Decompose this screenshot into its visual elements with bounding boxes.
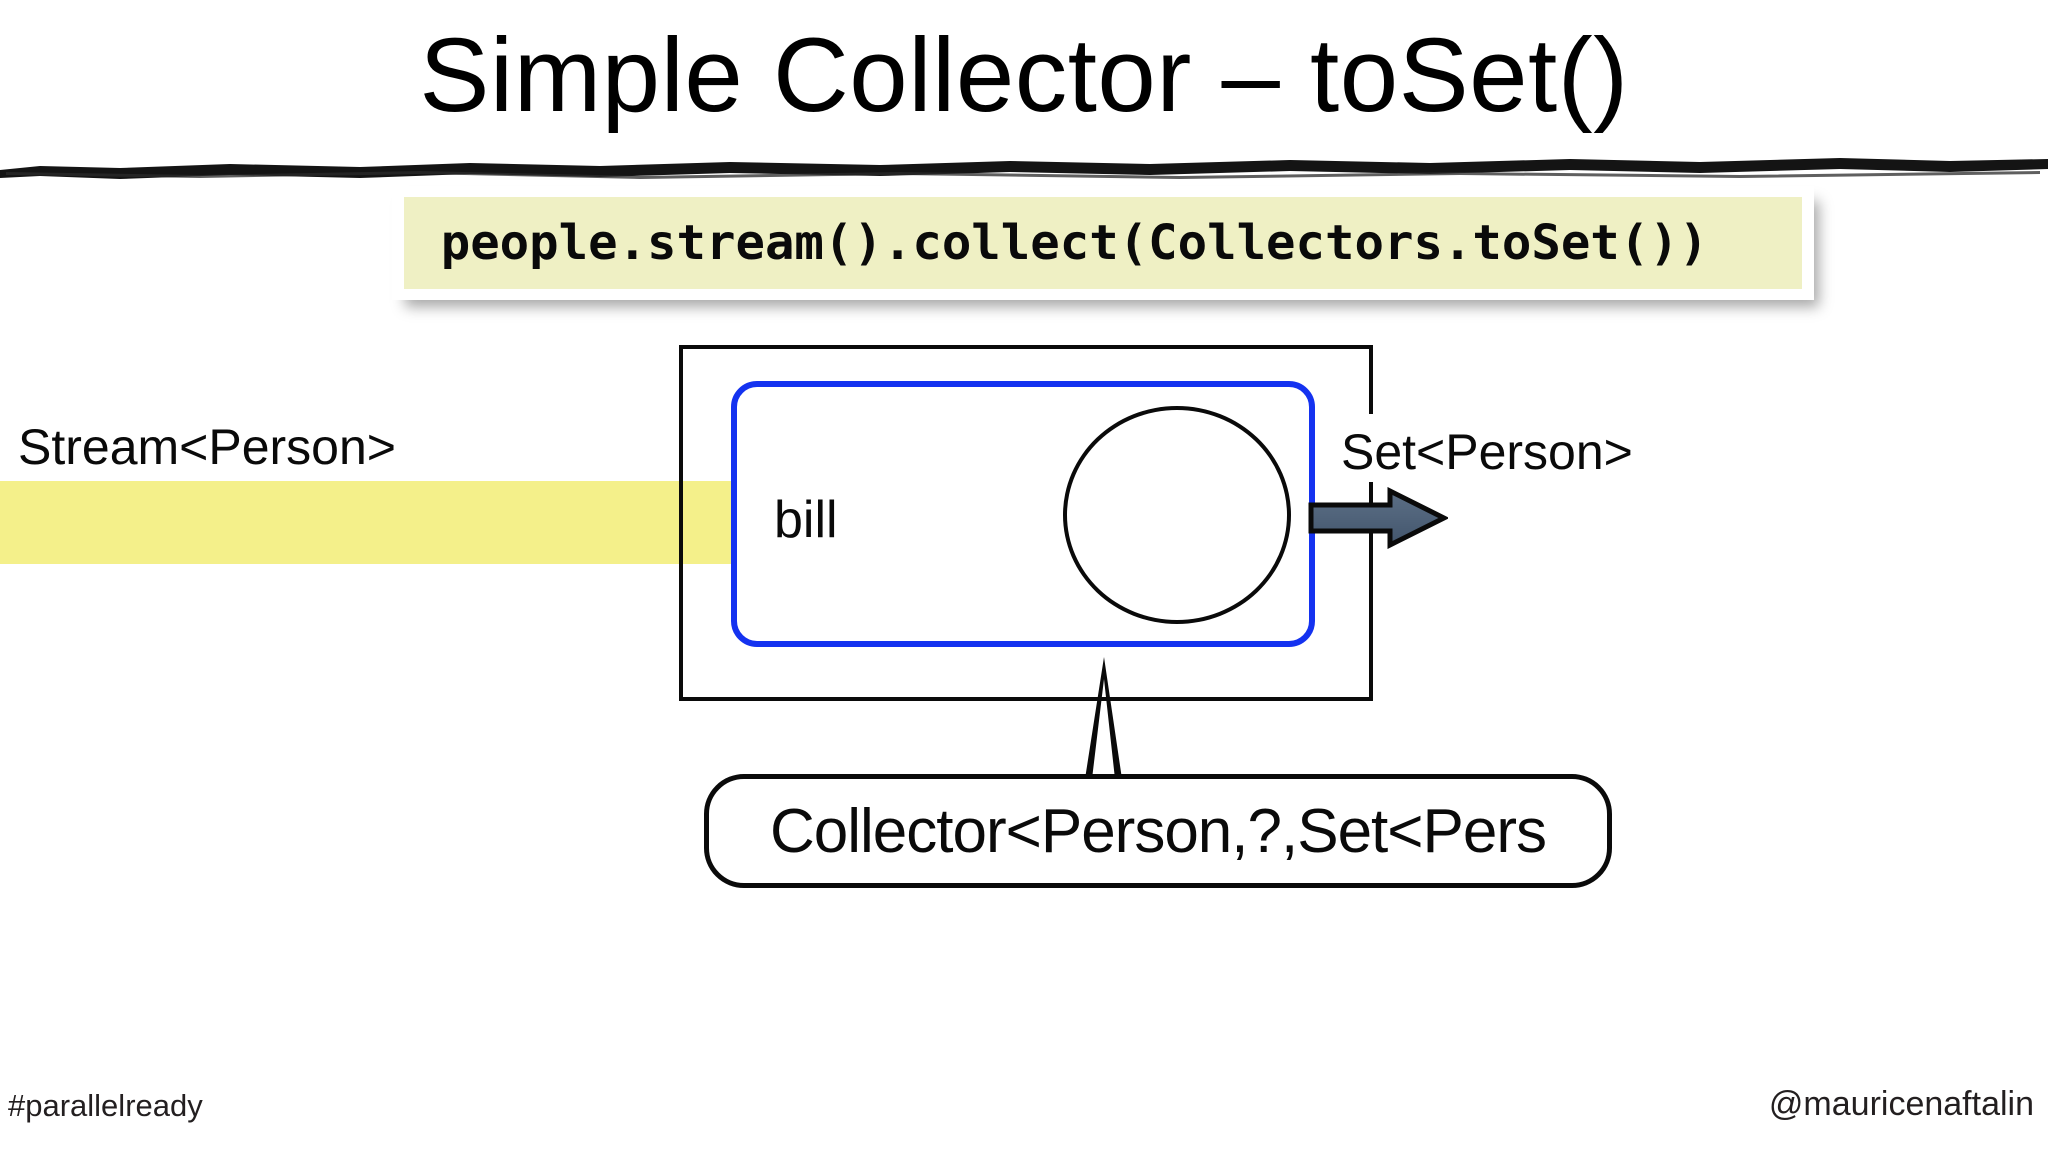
code-snippet-box: people.stream().collect(Collectors.toSet… xyxy=(404,197,1802,289)
brush-stroke-icon xyxy=(0,158,2048,179)
title-divider xyxy=(0,150,2048,184)
stream-element-label: bill xyxy=(774,491,838,549)
page-title: Simple Collector – toSet() xyxy=(419,17,1629,134)
callout-bubble: Collector<Person,?,Set<Pers xyxy=(704,774,1612,888)
callout-leader-line-icon xyxy=(1085,657,1122,779)
stream-type-label: Stream<Person> xyxy=(18,419,396,475)
callout-label: Collector<Person,?,Set<Pers xyxy=(770,796,1547,866)
output-arrow-icon xyxy=(1308,486,1450,550)
code-snippet-frame: people.stream().collect(Collectors.toSet… xyxy=(392,186,1814,300)
accumulator-circle-icon xyxy=(1063,406,1291,624)
callout-pointer-icon xyxy=(1070,655,1140,781)
code-snippet-text: people.stream().collect(Collectors.toSet… xyxy=(440,215,1709,271)
stream-bar xyxy=(0,481,734,564)
right-block-arrow-icon xyxy=(1308,486,1450,550)
collector-box-left-edge xyxy=(679,345,683,701)
collector-box-right-edge-lower xyxy=(1369,482,1373,701)
collector-box-right-edge-upper xyxy=(1369,345,1373,414)
collector-box-bottom-edge xyxy=(679,697,1373,701)
set-type-label: Set<Person> xyxy=(1337,423,1637,481)
collector-box-top-edge xyxy=(679,345,1373,349)
footer-hashtag: #parallelready xyxy=(8,1088,203,1123)
footer-handle: @mauricenaftalin xyxy=(1768,1085,2034,1123)
